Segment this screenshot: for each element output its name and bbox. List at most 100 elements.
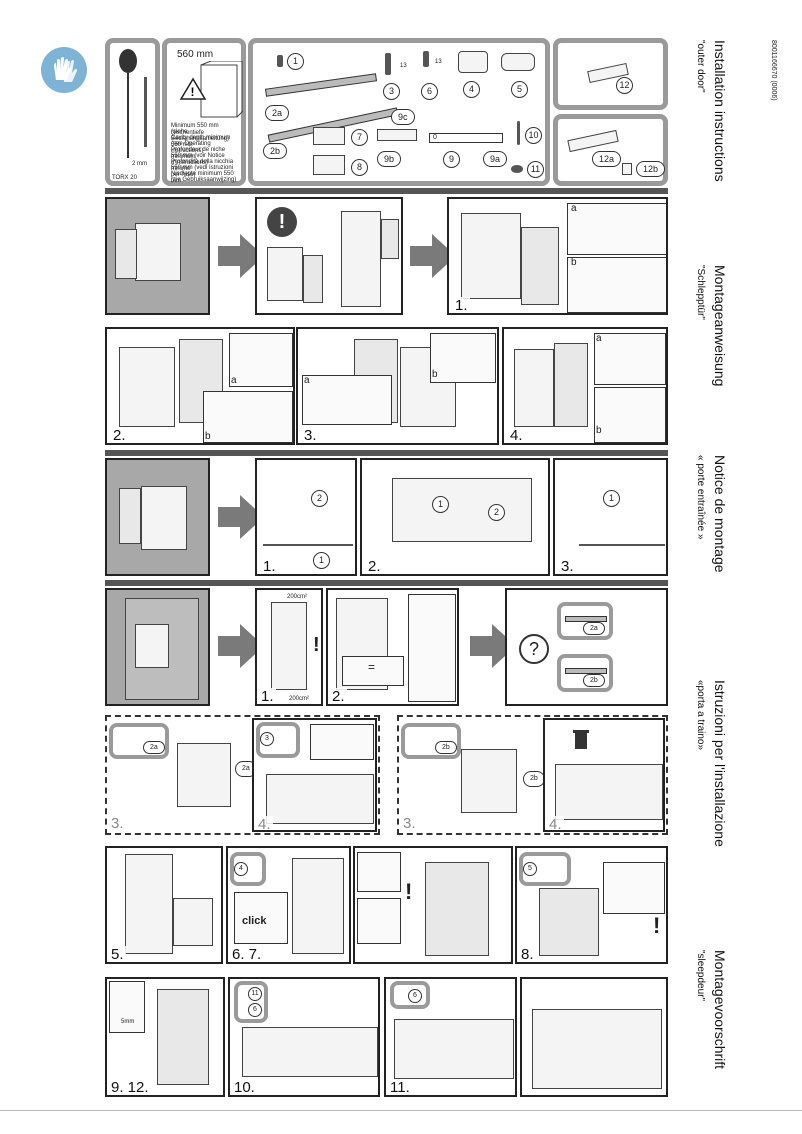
hinge-inset [408, 594, 456, 702]
part-11-label: 11 [527, 161, 544, 178]
inset-b [430, 333, 496, 383]
part-12-panel: 12 [553, 38, 668, 110]
fridge-icon [461, 749, 517, 813]
bracket-4 [458, 51, 488, 73]
fridge-single-icon [267, 247, 303, 301]
cabinet-icon [125, 854, 173, 954]
callout-1: 1 [432, 496, 449, 513]
click-inset [234, 892, 288, 944]
document-code: 8001166670 (0006) [770, 40, 777, 101]
r4-step1-panel: 200cm² ! 200cm² 1. [255, 588, 323, 706]
step-label: 1. [259, 688, 276, 705]
scale-zero: 0 [433, 134, 437, 141]
click-label: click [242, 915, 267, 927]
part-9b-label: 9b [377, 151, 402, 167]
trash-icon [572, 728, 590, 750]
step-label: 8. [519, 946, 536, 963]
dim-13-a: 13 [400, 63, 407, 69]
step-label: 2. [366, 558, 383, 575]
cover-8 [313, 155, 345, 175]
part-6-label: 6 [421, 83, 438, 100]
step-label: 9. 12. [109, 1079, 151, 1096]
r5-step4a-panel: 3 4. [252, 718, 377, 832]
gloves-icon [40, 46, 88, 94]
cavity-panel: 560 mm ! Minimum 550 mm Nischentiefe (si… [162, 38, 246, 186]
callout-1: 1 [603, 490, 620, 507]
callout-a: a [571, 203, 577, 214]
gap-label: 5mm [121, 1019, 135, 1025]
r5-step3b-panel: 2b 2b 3. [397, 715, 545, 835]
r2-step3-panel: b a 3. [296, 327, 499, 445]
scale-9b [377, 129, 417, 141]
fridge-icon [177, 743, 231, 807]
door-open-icon [115, 229, 137, 279]
part-3-label: 3 [260, 732, 274, 746]
cavity-note-5: Profondeur de niche minimum [171, 147, 226, 160]
step-label: 2. [111, 427, 128, 444]
r3-step2-panel: 1 2 2. [360, 458, 550, 576]
fridge-icon [400, 347, 456, 427]
part-5-label: 5 [523, 862, 537, 876]
part-1-label: 1 [287, 53, 304, 70]
r5-left-group [105, 715, 380, 835]
part-12b-label: 12b [636, 161, 666, 177]
callout-b: b [205, 431, 211, 442]
part-3-label: 3 [383, 83, 400, 100]
cavity-note-6: 550 mm (voir Notice d'instructions) [171, 153, 225, 166]
dim-13-b: 13 [435, 59, 442, 65]
r1-step1-panel: a b 1. [447, 197, 668, 315]
callout-2: 2 [311, 490, 328, 507]
step-label: 3. [401, 815, 418, 832]
r2-step2-panel: a b 2. [105, 327, 295, 445]
step-label: 10. [232, 1079, 257, 1096]
screw-3-icon [385, 53, 391, 75]
inset-b [594, 387, 666, 443]
cover-7 [313, 127, 345, 145]
step-label: 1. [261, 558, 278, 575]
part-2b-label: 2b [523, 771, 545, 787]
r7-final-panel [520, 977, 668, 1097]
option-2b-frame: 2b [401, 723, 461, 759]
hinge-area [392, 478, 532, 542]
part-4-label: 4 [463, 81, 480, 98]
title-french: Notice de montage [712, 455, 728, 573]
r6-step8-panel: 5 ! 8. [515, 846, 668, 964]
r4-intro-panel [105, 588, 210, 706]
cavity-width-label: 560 mm [177, 49, 214, 60]
door-closed-icon [157, 989, 209, 1085]
fridge-open-icon [461, 213, 521, 299]
cabinet-icon [292, 858, 344, 954]
step-label: 3. [559, 558, 576, 575]
step-label: 4. [256, 816, 273, 832]
r4-choice-panel: ? 2a 2b [505, 588, 668, 706]
inset-a [594, 333, 666, 385]
screw-icon [277, 55, 283, 67]
cavity-note-4: (see Operating instructions) [171, 141, 211, 154]
door-open-icon [119, 488, 141, 544]
r1-intro-panel [105, 197, 210, 315]
pin-10-icon [517, 121, 520, 145]
part-10-label: 10 [525, 127, 542, 144]
part-2a-label: 2a [143, 741, 165, 754]
door-bottom-edge [532, 1009, 662, 1089]
tools-panel: 2 mm TORX 20 [105, 38, 160, 186]
subtitle-italian: «porta a traino» [695, 680, 706, 751]
part-2a-label: 2a [265, 105, 290, 121]
cavity-note-9: Nisdiepte minimum 550 mm [171, 171, 234, 184]
door-open-icon [554, 343, 588, 427]
subtitle-english: "outer door" [695, 40, 706, 93]
part-2b-label: 2b [263, 143, 288, 159]
part-11-label: 11 [248, 987, 262, 1001]
hinge-inset [603, 862, 665, 914]
part-2a-label: 2a [583, 622, 605, 635]
cavity-note-2: (siehe Bedienungsanleitung) [171, 129, 230, 142]
question-icon: ? [519, 634, 549, 664]
clip-5 [501, 53, 535, 71]
r6-install-panel: ! [353, 846, 513, 964]
inset-b [203, 391, 293, 443]
r5-step4b-panel: 4. [543, 718, 665, 832]
section-divider-2 [105, 450, 668, 456]
fridge-icon [119, 347, 175, 427]
top-inset [357, 852, 401, 892]
cap-11 [511, 165, 523, 173]
